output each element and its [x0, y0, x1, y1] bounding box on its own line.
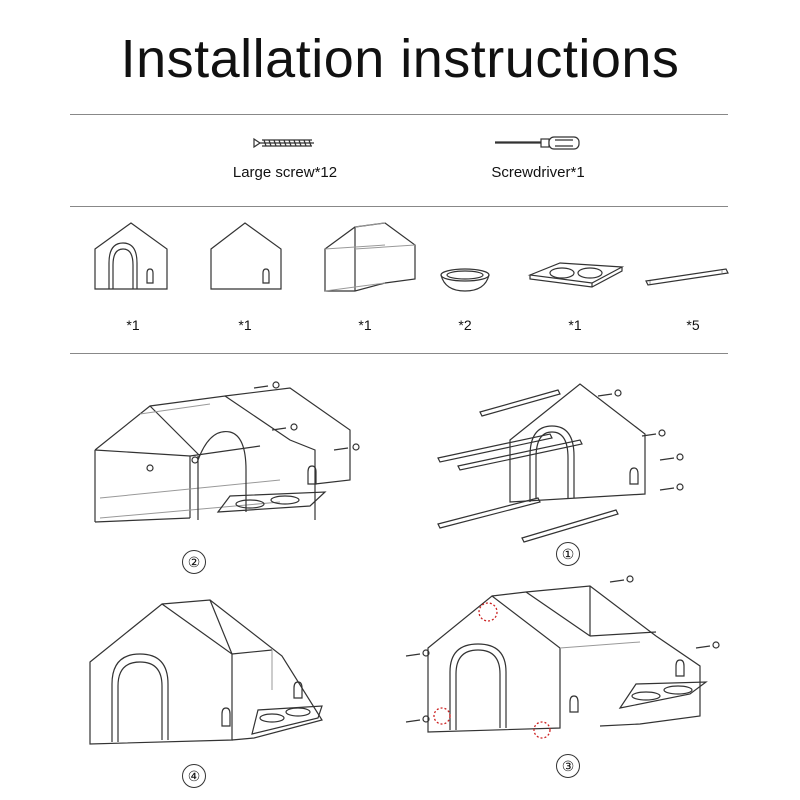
step-4-number: ④ — [182, 764, 206, 788]
step-1-number: ① — [556, 542, 580, 566]
step-4-illustration — [82, 592, 342, 762]
step-3-diagram: ③ — [400, 572, 720, 757]
step-4-diagram: ④ — [82, 592, 342, 767]
part-bowl-tray: *1 — [520, 219, 630, 310]
step-3-illustration — [400, 572, 720, 752]
rod-icon — [638, 219, 748, 305]
tool-screwdriver: Screwdriver*1 — [438, 135, 638, 181]
part-front-panel-count: *1 — [78, 317, 188, 333]
part-back-panel-count: *1 — [190, 317, 300, 333]
part-bowl-tray-count: *1 — [520, 317, 630, 333]
roof-frame-icon — [315, 219, 415, 305]
part-front-panel: *1 — [78, 219, 188, 310]
part-rod-count: *5 — [638, 317, 748, 333]
step-1-illustration — [430, 370, 690, 550]
tool-screw-label: Large screw*12 — [185, 164, 385, 181]
part-roof-frame-count: *1 — [310, 317, 420, 333]
part-roof-frame: *1 — [310, 219, 420, 310]
part-bowl: *2 — [410, 219, 520, 310]
bowl-icon — [415, 219, 515, 305]
bowl-tray-icon — [520, 219, 630, 305]
tool-screw: Large screw*12 — [185, 135, 385, 181]
screw-icon — [250, 135, 320, 151]
step-2-number: ② — [182, 550, 206, 574]
parts-divider — [70, 206, 728, 207]
back-panel-icon — [195, 219, 295, 305]
part-back-panel: *1 — [190, 219, 300, 310]
step-1-diagram: ① — [430, 370, 690, 555]
step-2-illustration — [80, 370, 370, 550]
parts-list: Large screw*12 Screwdriver*1 *1 *1 — [70, 114, 728, 354]
step-3-number: ③ — [556, 754, 580, 778]
front-panel-with-door-icon — [83, 219, 183, 305]
step-2-diagram: ② — [80, 370, 370, 555]
tool-screwdriver-label: Screwdriver*1 — [438, 164, 638, 181]
part-rod: *5 — [638, 219, 748, 310]
part-bowl-count: *2 — [410, 317, 520, 333]
screwdriver-icon — [493, 135, 583, 151]
page-title: Installation instructions — [0, 28, 800, 90]
